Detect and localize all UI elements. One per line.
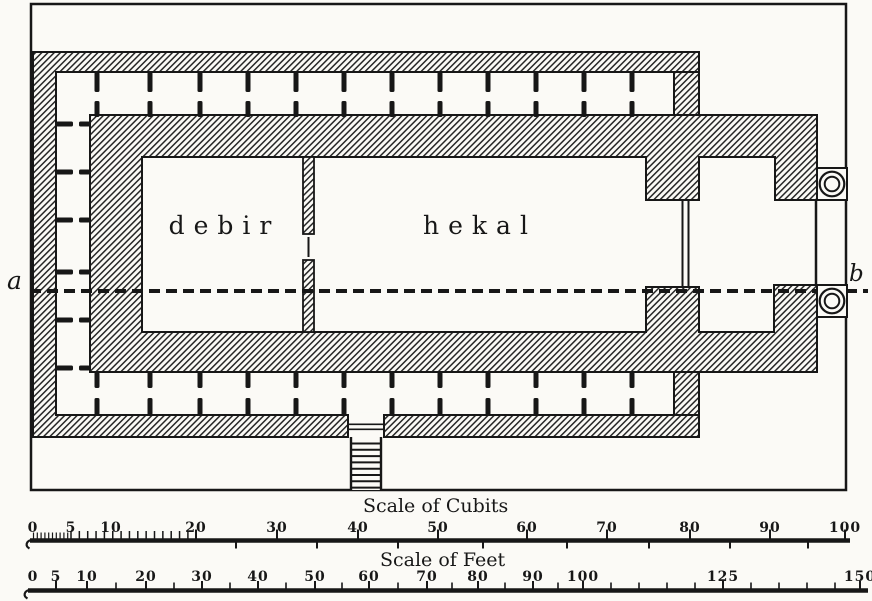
chamber-partition-tick <box>581 101 587 117</box>
chamber-partition-tick <box>437 101 443 117</box>
chamber-partition-tick <box>56 317 73 323</box>
chamber-partition-tick <box>437 398 443 415</box>
chamber-partition-tick <box>79 217 90 223</box>
chamber-partition-tick <box>389 398 395 415</box>
chamber-partition-tick <box>485 372 491 388</box>
chamber-partition-tick <box>197 372 203 388</box>
south-pillar <box>816 284 848 318</box>
debir-hekal-partition <box>302 156 315 333</box>
chamber-partition-tick <box>341 398 347 415</box>
north-pillar <box>816 167 848 201</box>
chamber-partition-tick <box>56 269 73 275</box>
cubits-ruler <box>25 529 850 550</box>
hekal-door <box>681 200 690 287</box>
chamber-partition-tick <box>79 121 90 127</box>
chamber-partition-tick <box>147 72 153 92</box>
chamber-partition-tick <box>293 72 299 92</box>
chamber-partition-tick <box>389 372 395 388</box>
chamber-partition-tick <box>389 72 395 92</box>
chamber-partition-tick <box>79 269 90 275</box>
chamber-partition-tick <box>56 169 73 175</box>
chamber-partition-tick <box>79 317 90 323</box>
south-entrance <box>347 412 385 440</box>
chamber-partition-tick <box>533 398 539 415</box>
chamber-partition-tick <box>581 398 587 415</box>
chamber-partition-tick <box>147 372 153 388</box>
chamber-partition-tick <box>341 72 347 92</box>
chamber-partition-tick <box>485 101 491 117</box>
chamber-partition-tick <box>56 217 73 223</box>
chamber-partition-tick <box>197 72 203 92</box>
chamber-partition-tick <box>79 365 90 371</box>
entrance-stairway <box>349 437 383 490</box>
chamber-partition-tick <box>341 372 347 388</box>
chamber-partition-tick <box>437 72 443 92</box>
chamber-partition-tick <box>147 398 153 415</box>
main-temple-wall <box>89 114 818 373</box>
chamber-partition-tick <box>293 372 299 388</box>
chamber-partition-tick <box>485 72 491 92</box>
chamber-partition-tick <box>629 72 635 92</box>
corridor-end-wall-south <box>673 371 700 416</box>
chamber-partition-tick <box>197 101 203 117</box>
chamber-partition-tick <box>533 372 539 388</box>
chamber-partition-tick <box>485 398 491 415</box>
chamber-partition-tick <box>533 101 539 117</box>
chamber-partition-tick <box>341 101 347 117</box>
chamber-partition-tick <box>94 398 100 415</box>
chamber-partition-tick <box>94 101 100 117</box>
chamber-partition-tick <box>245 372 251 388</box>
chamber-partition-tick <box>245 398 251 415</box>
chamber-partition-tick <box>581 372 587 388</box>
chamber-partition-tick <box>389 101 395 117</box>
chamber-partition-tick <box>437 372 443 388</box>
chamber-partition-tick <box>197 398 203 415</box>
chamber-partition-tick <box>581 72 587 92</box>
chamber-partition-tick <box>79 169 90 175</box>
chamber-partition-tick <box>629 398 635 415</box>
chamber-partition-tick <box>56 121 73 127</box>
chamber-partition-tick <box>147 101 153 117</box>
chamber-partition-tick <box>293 101 299 117</box>
side-chamber-partitions <box>56 72 635 415</box>
platform-outline <box>29 2 848 492</box>
chamber-partition-tick <box>533 72 539 92</box>
chamber-partition-tick <box>629 101 635 117</box>
feet-ruler <box>23 581 868 600</box>
outer-side-chamber-wall <box>32 51 700 438</box>
chamber-partition-tick <box>293 398 299 415</box>
corridor-end-wall-north <box>673 71 700 118</box>
chamber-partition-tick <box>245 72 251 92</box>
chamber-partition-tick <box>245 101 251 117</box>
chamber-partition-tick <box>94 372 100 388</box>
chamber-partition-tick <box>629 372 635 388</box>
chamber-partition-tick <box>56 365 73 371</box>
chamber-partition-tick <box>94 72 100 92</box>
